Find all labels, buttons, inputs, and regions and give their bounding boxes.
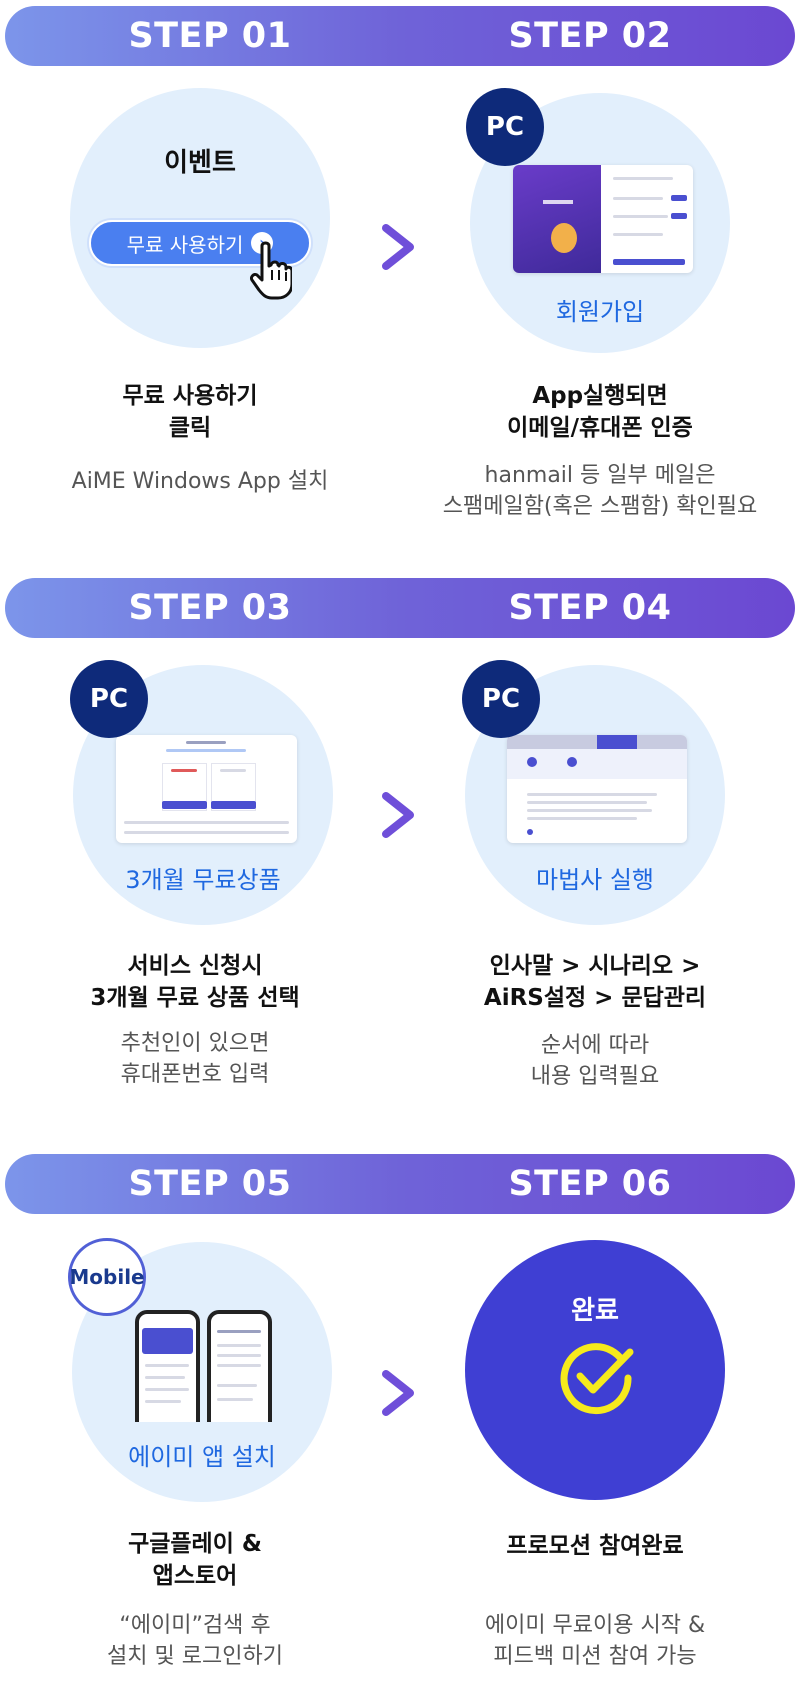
step-04-title-line1: 인사말 > 시나리오 >	[489, 953, 701, 979]
service-request-screenshot	[116, 735, 297, 843]
mobile-badge: Mobile	[68, 1238, 146, 1316]
check-circle-icon	[560, 1343, 634, 1415]
step-01-title: 무료 사용하기 클릭	[10, 380, 370, 444]
step-04-desc: 순서에 따라 내용 입력필요	[405, 1030, 785, 1092]
step-04-title-line2: AiRS설정 > 문답관리	[483, 985, 707, 1011]
step-06-desc: 에이미 무료이용 시작 & 피드백 미션 참여 가능	[405, 1610, 785, 1672]
step-06-circle	[465, 1240, 725, 1500]
section-band-1: STEP 01 STEP 02	[5, 6, 795, 66]
step-01-title-line2: 클릭	[168, 415, 212, 441]
free-use-button[interactable]: 무료 사용하기 ›	[89, 220, 311, 266]
step-05-title-line2: 앱스토어	[152, 1563, 238, 1589]
event-label: 이벤트	[164, 148, 236, 178]
step-01-title-line1: 무료 사용하기	[122, 383, 258, 409]
step-02-desc-line2: 스팸메일함(혹은 스팸함) 확인필요	[442, 494, 758, 519]
step-02-desc: hanmail 등 일부 메일은 스팸메일함(혹은 스팸함) 확인필요	[410, 460, 790, 522]
step-02-title-line1: App실행되면	[532, 383, 668, 409]
step-02-desc-line1: hanmail 등 일부 메일은	[484, 463, 716, 488]
step-03-desc-line2: 휴대폰번호 입력	[120, 1062, 270, 1087]
step-03-title: 서비스 신청시 3개월 무료 상품 선택	[15, 950, 375, 1014]
signup-screenshot	[513, 165, 693, 273]
step-04-title: 인사말 > 시나리오 > AiRS설정 > 문답관리	[415, 950, 775, 1014]
step-05-desc: “에이미”검색 후 설치 및 로그인하기	[5, 1610, 385, 1672]
mobile-app-mockup	[135, 1310, 275, 1422]
wizard-label: 마법사 실행	[535, 866, 655, 894]
signup-label: 회원가입	[555, 298, 645, 326]
step-01-desc-line1: AiME Windows App 설치	[71, 469, 329, 494]
step-06-title: 프로모션 참여완료	[415, 1530, 775, 1562]
step-01-circle	[70, 88, 330, 348]
step-03-desc: 추천인이 있으면 휴대폰번호 입력	[5, 1028, 385, 1090]
step-03-label: STEP 03	[128, 588, 292, 628]
step-05-title-line1: 구글플레이 &	[128, 1531, 262, 1557]
step-02-label: STEP 02	[508, 16, 672, 56]
wizard-screenshot	[507, 735, 687, 843]
chevron-right-icon	[382, 224, 414, 270]
pointer-hand-icon	[250, 241, 292, 300]
chevron-right-icon	[382, 1370, 414, 1416]
step-04-desc-line1: 순서에 따라	[540, 1033, 650, 1058]
step-06-title-line1: 프로모션 참여완료	[506, 1533, 684, 1559]
pc-badge: PC	[466, 88, 544, 166]
step-02-title: App실행되면 이메일/휴대폰 인증	[420, 380, 780, 444]
step-05-desc-line2: 설치 및 로그인하기	[107, 1644, 283, 1669]
step-06-desc-line2: 피드백 미션 참여 가능	[493, 1644, 697, 1669]
step-06-label: STEP 06	[508, 1164, 672, 1204]
step-01-desc: AiME Windows App 설치	[10, 466, 390, 497]
section-band-3: STEP 05 STEP 06	[5, 1154, 795, 1214]
step-03-title-line2: 3개월 무료 상품 선택	[90, 985, 300, 1011]
step-06-desc-line1: 에이미 무료이용 시작 &	[484, 1613, 706, 1638]
app-install-label: 에이미 앱 설치	[128, 1443, 276, 1471]
step-04-label: STEP 04	[508, 588, 672, 628]
step-03-title-line1: 서비스 신청시	[127, 953, 263, 979]
pc-badge: PC	[70, 660, 148, 738]
step-05-label: STEP 05	[128, 1164, 292, 1204]
pc-badge: PC	[462, 660, 540, 738]
chevron-right-icon	[382, 792, 414, 838]
complete-label: 완료	[571, 1296, 619, 1326]
step-05-title: 구글플레이 & 앱스토어	[15, 1528, 375, 1592]
step-05-desc-line1: “에이미”검색 후	[119, 1613, 271, 1638]
step-01-label: STEP 01	[128, 16, 292, 56]
free-use-button-label: 무료 사용하기	[126, 232, 244, 257]
step-02-title-line2: 이메일/휴대폰 인증	[507, 415, 693, 441]
section-band-2: STEP 03 STEP 04	[5, 578, 795, 638]
free-product-label: 3개월 무료상품	[125, 866, 281, 894]
step-04-desc-line2: 내용 입력필요	[530, 1064, 660, 1089]
step-03-desc-line1: 추천인이 있으면	[120, 1031, 270, 1056]
